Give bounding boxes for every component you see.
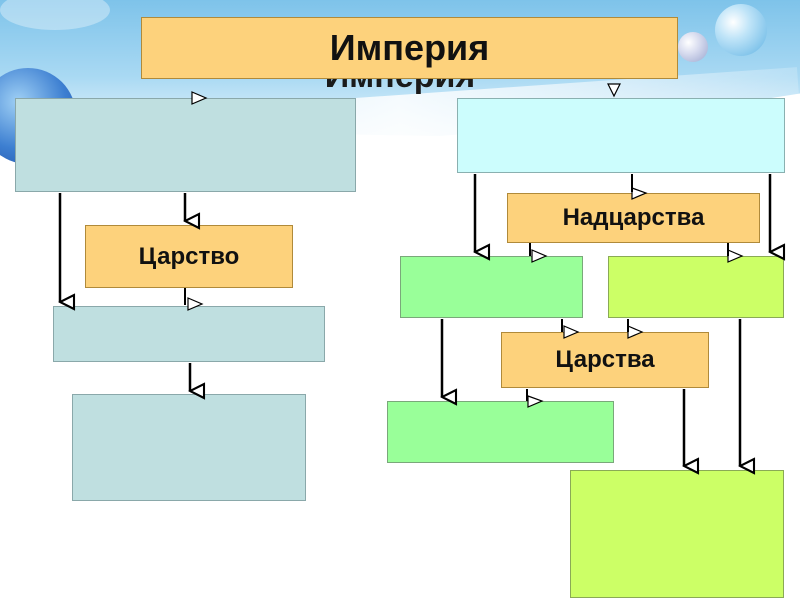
side-arrowhead <box>191 91 208 105</box>
title-box: Империя <box>141 17 678 79</box>
empty-box-right-top <box>457 98 785 173</box>
empty-box-left-bottom <box>72 394 306 501</box>
empty-box-green-lower <box>387 401 614 463</box>
kingdom-box-left: Царство <box>85 225 293 288</box>
superkingdoms-label: Надцарства <box>562 204 705 231</box>
title-text: Империя <box>329 27 490 68</box>
empty-box-lime-lower <box>570 470 784 598</box>
empty-box-lime-upper <box>608 256 784 318</box>
decorative-bubble-small <box>678 32 708 62</box>
side-arrowhead <box>607 83 621 98</box>
side-arrowhead <box>631 187 648 200</box>
side-arrowhead <box>563 325 580 339</box>
side-arrowhead <box>727 249 744 263</box>
empty-box-left-middle <box>53 306 325 362</box>
empty-box-green-upper <box>400 256 583 318</box>
kingdom-left-label: Царство <box>138 242 240 270</box>
empty-box-left-top <box>15 98 356 192</box>
decorative-bubble-medium <box>715 4 767 56</box>
side-arrowhead <box>187 297 204 311</box>
side-arrowhead <box>627 325 644 339</box>
side-arrowhead <box>527 395 544 408</box>
superkingdoms-box: Надцарства <box>507 193 760 243</box>
kingdoms-box-right: Царства <box>501 332 709 388</box>
side-arrowhead <box>531 249 548 263</box>
kingdoms-right-label: Царства <box>555 346 655 373</box>
